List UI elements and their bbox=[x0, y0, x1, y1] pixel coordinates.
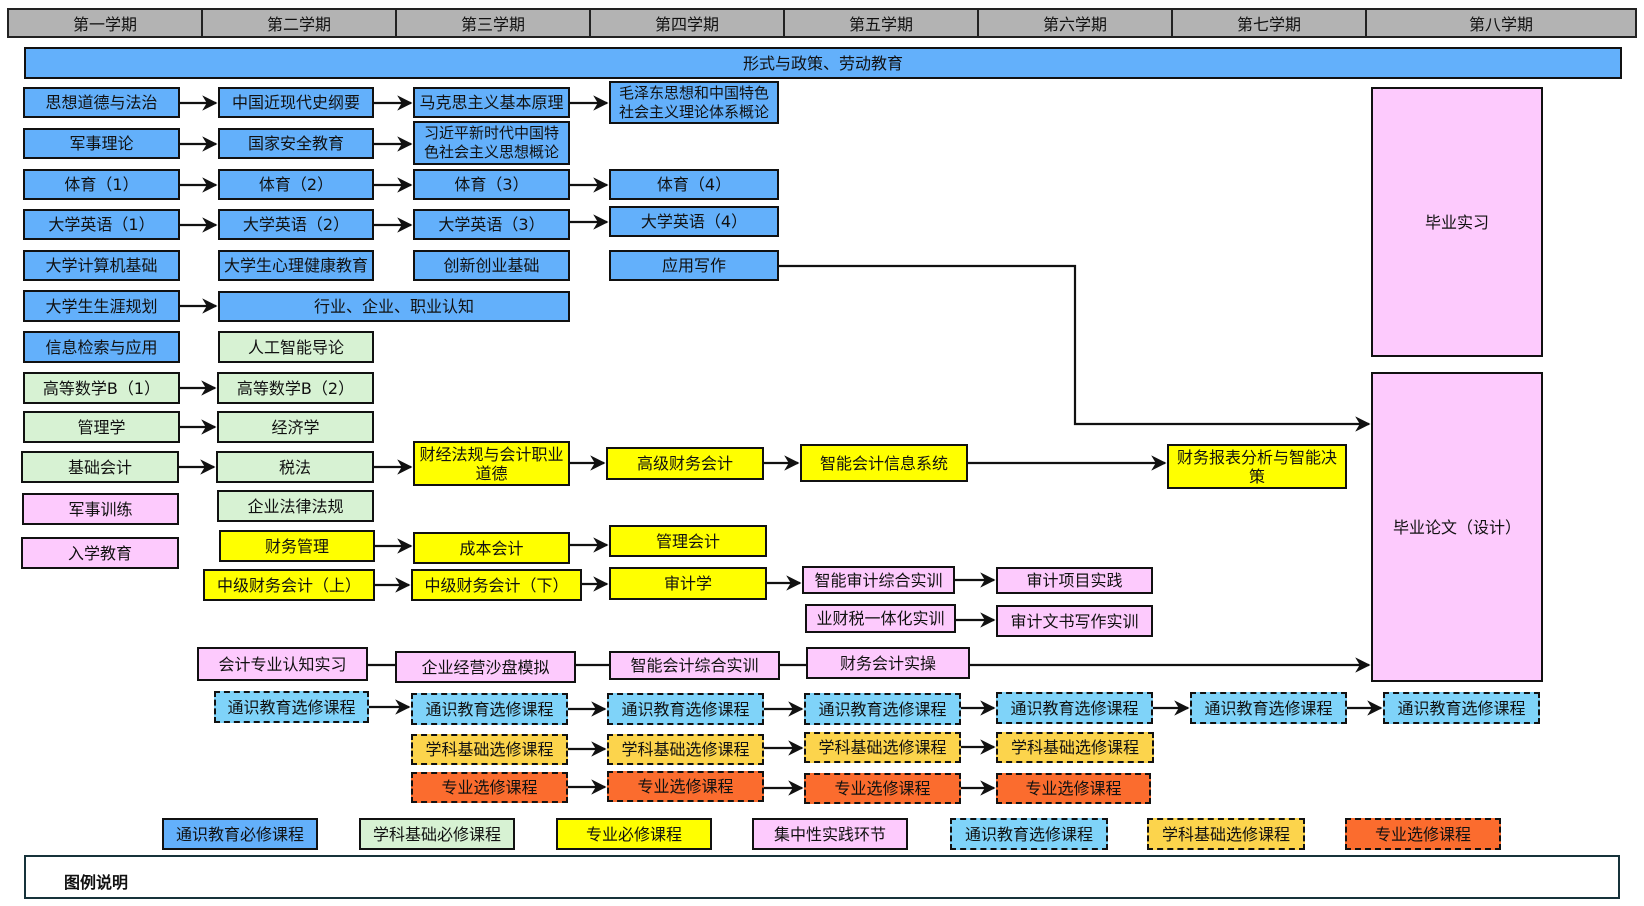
legend-item-ge-elective: 通识教育选修课程 bbox=[950, 818, 1108, 850]
course-box: 创新创业基础 bbox=[413, 250, 570, 281]
course-box: 智能会计综合实训 bbox=[609, 651, 780, 680]
course-box: 行业、企业、职业认知 bbox=[218, 291, 570, 322]
course-box: 大学计算机基础 bbox=[23, 250, 180, 281]
course-box: 思想道德与法治 bbox=[23, 87, 180, 118]
course-box: 军事训练 bbox=[22, 493, 179, 525]
course-box: 毛泽东思想和中国特色社会主义理论体系概论 bbox=[609, 81, 779, 124]
pro-elective-box: 专业选修课程 bbox=[411, 772, 568, 803]
course-box: 管理会计 bbox=[609, 525, 767, 557]
course-box: 中国近现代史纲要 bbox=[218, 87, 374, 118]
course-box: 高等数学B（2） bbox=[217, 372, 374, 404]
course-box: 大学英语（4） bbox=[609, 206, 779, 237]
semester-header-7: 第七学期 bbox=[1171, 8, 1367, 38]
course-box: 入学教育 bbox=[21, 537, 179, 569]
sb-elective-box: 学科基础选修课程 bbox=[607, 734, 764, 765]
course-box: 大学生生涯规划 bbox=[23, 290, 180, 322]
semester-header-8: 第八学期 bbox=[1365, 8, 1637, 38]
ge-elective-box: 通识教育选修课程 bbox=[411, 693, 568, 725]
course-box: 体育（4） bbox=[609, 169, 779, 200]
course-box: 财务管理 bbox=[219, 530, 375, 562]
pro-elective-box: 专业选修课程 bbox=[607, 771, 764, 802]
semester-header-4: 第四学期 bbox=[589, 8, 785, 38]
course-box: 人工智能导论 bbox=[218, 331, 374, 363]
ge-elective-box: 通识教育选修课程 bbox=[214, 691, 369, 723]
course-box: 体育（1） bbox=[23, 169, 180, 200]
course-box: 成本会计 bbox=[413, 532, 570, 564]
course-box: 马克思主义基本原理 bbox=[413, 87, 570, 118]
legend-item-practice: 集中性实践环节 bbox=[752, 818, 908, 850]
legend-item-ge-required: 通识教育必修课程 bbox=[162, 818, 318, 850]
pro-elective-box: 专业选修课程 bbox=[804, 773, 961, 804]
course-box: 管理学 bbox=[23, 411, 180, 443]
semester-header-2: 第二学期 bbox=[201, 8, 397, 38]
sb-elective-box: 学科基础选修课程 bbox=[996, 732, 1154, 763]
course-box: 体育（2） bbox=[218, 169, 374, 200]
course-box: 审计学 bbox=[609, 567, 767, 600]
course-box: 业财税一体化实训 bbox=[805, 604, 956, 633]
course-box: 税法 bbox=[216, 451, 374, 483]
semester-header-5: 第五学期 bbox=[783, 8, 979, 38]
ge-elective-box: 通识教育选修课程 bbox=[1190, 692, 1347, 724]
legend-item-pro-elective: 专业选修课程 bbox=[1345, 818, 1501, 850]
course-box: 审计文书写作实训 bbox=[996, 605, 1153, 637]
legend-panel bbox=[24, 855, 1620, 899]
course-box: 会计专业认知实习 bbox=[197, 647, 368, 681]
ge-elective-box: 通识教育选修课程 bbox=[1383, 692, 1540, 724]
course-box: 体育（3） bbox=[413, 169, 570, 200]
ge-elective-box: 通识教育选修课程 bbox=[804, 693, 961, 725]
course-box: 大学英语（2） bbox=[218, 209, 374, 240]
course-box: 基础会计 bbox=[21, 451, 179, 483]
course-box: 审计项目实践 bbox=[996, 567, 1153, 594]
pro-elective-box: 专业选修课程 bbox=[996, 773, 1151, 804]
course-box: 高等数学B（1） bbox=[23, 372, 180, 404]
graduation-thesis-box: 毕业论文（设计） bbox=[1371, 372, 1543, 682]
course-box: 智能会计信息系统 bbox=[800, 444, 968, 482]
course-box: 大学生心理健康教育 bbox=[218, 250, 374, 281]
course-box: 大学英语（1） bbox=[23, 209, 180, 240]
arrow bbox=[779, 264, 1371, 432]
course-box: 习近平新时代中国特色社会主义思想概论 bbox=[413, 121, 570, 165]
legend-item-pro-required: 专业必修课程 bbox=[556, 818, 712, 850]
course-box: 中级财务会计（下） bbox=[411, 569, 582, 601]
sb-elective-box: 学科基础选修课程 bbox=[804, 732, 961, 763]
semester-header-3: 第三学期 bbox=[395, 8, 591, 38]
course-box: 财务报表分析与智能决策 bbox=[1167, 444, 1347, 489]
course-box: 经济学 bbox=[217, 411, 374, 443]
graduation-internship-box: 毕业实习 bbox=[1371, 87, 1543, 357]
course-box: 高级财务会计 bbox=[606, 447, 764, 480]
ge-elective-box: 通识教育选修课程 bbox=[607, 693, 764, 725]
course-box: 财务会计实操 bbox=[806, 647, 970, 679]
ge-elective-box: 通识教育选修课程 bbox=[996, 692, 1153, 724]
course-box: 企业经营沙盘模拟 bbox=[395, 651, 576, 683]
sb-elective-box: 学科基础选修课程 bbox=[411, 734, 568, 765]
course-box: 军事理论 bbox=[23, 128, 180, 159]
legend-item-sb-required: 学科基础必修课程 bbox=[359, 818, 515, 850]
semester-header-6: 第六学期 bbox=[977, 8, 1173, 38]
course-box: 企业法律法规 bbox=[217, 490, 374, 522]
course-box: 中级财务会计（上） bbox=[203, 569, 375, 601]
course-box: 应用写作 bbox=[609, 250, 779, 281]
course-box: 智能审计综合实训 bbox=[802, 566, 955, 594]
course-box: 大学英语（3） bbox=[413, 209, 570, 240]
course-box: 国家安全教育 bbox=[218, 128, 374, 159]
policy-labor-banner: 形式与政策、劳动教育 bbox=[24, 47, 1622, 79]
course-box: 信息检索与应用 bbox=[23, 331, 180, 363]
course-box: 财经法规与会计职业道德 bbox=[413, 441, 570, 486]
legend-title: 图例说明 bbox=[64, 873, 129, 892]
legend-item-sb-elective: 学科基础选修课程 bbox=[1147, 818, 1305, 850]
semester-header-1: 第一学期 bbox=[7, 8, 203, 38]
